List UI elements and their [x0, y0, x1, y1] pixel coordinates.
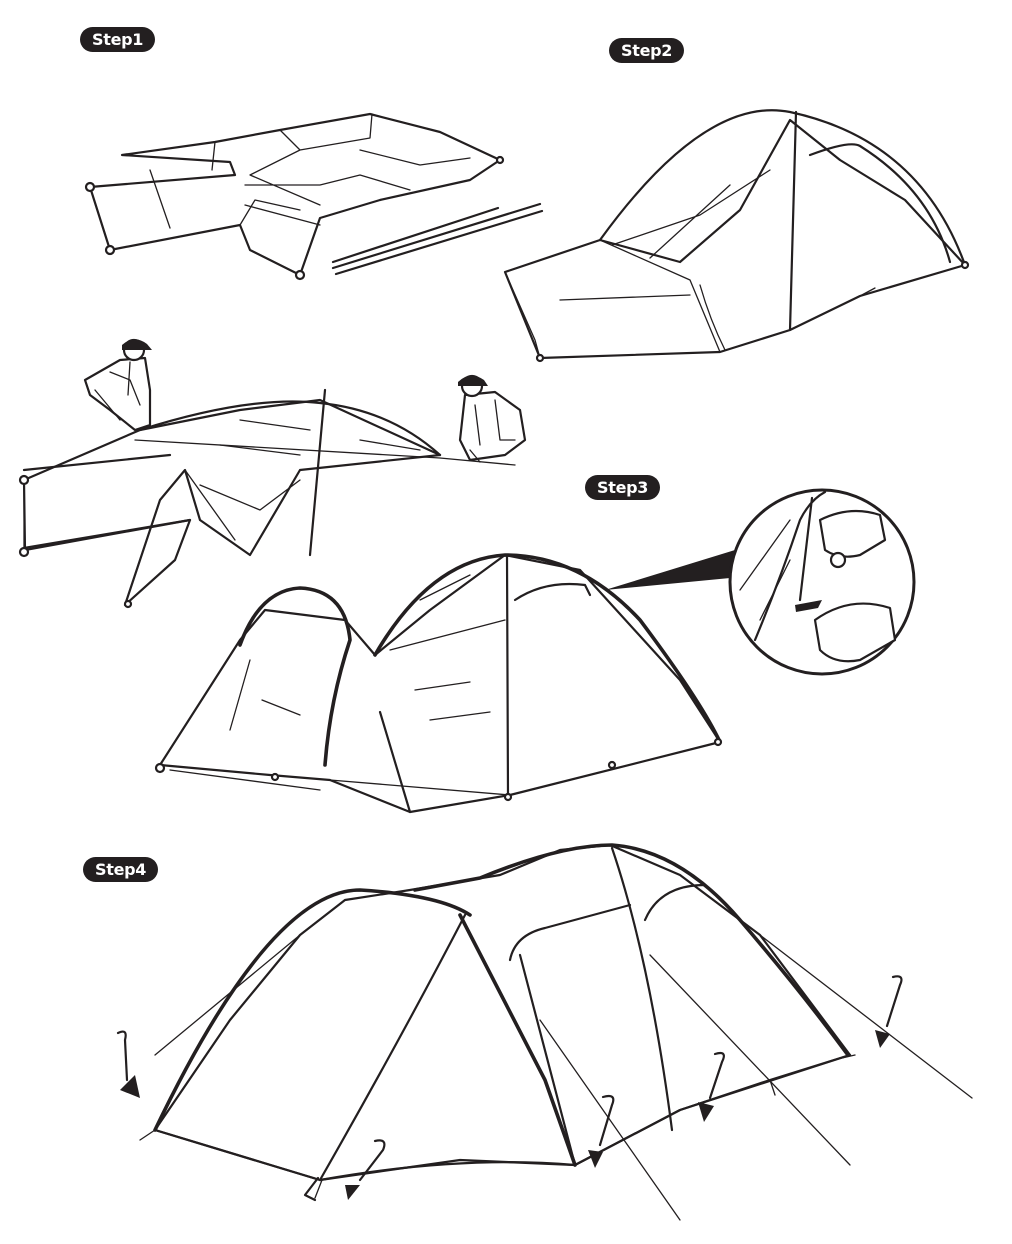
- step-spread-tent: [18, 388, 516, 609]
- step2-label: Step2: [609, 38, 685, 63]
- step1-tent-poles: [331, 202, 544, 276]
- step2-partial-tent: [503, 109, 970, 363]
- step3-label: Step3: [585, 475, 661, 500]
- step4-finished-tent: [139, 843, 973, 1221]
- step4-label: Step4: [83, 857, 159, 882]
- step4-stakes: [116, 975, 903, 1200]
- step3-detail-callout: [605, 488, 916, 676]
- step1-label: Step1: [80, 27, 156, 52]
- step3-tent-frame: [154, 553, 723, 814]
- person-right: [458, 374, 527, 463]
- person-left: [83, 338, 152, 432]
- step1-flat-tent: [84, 112, 505, 281]
